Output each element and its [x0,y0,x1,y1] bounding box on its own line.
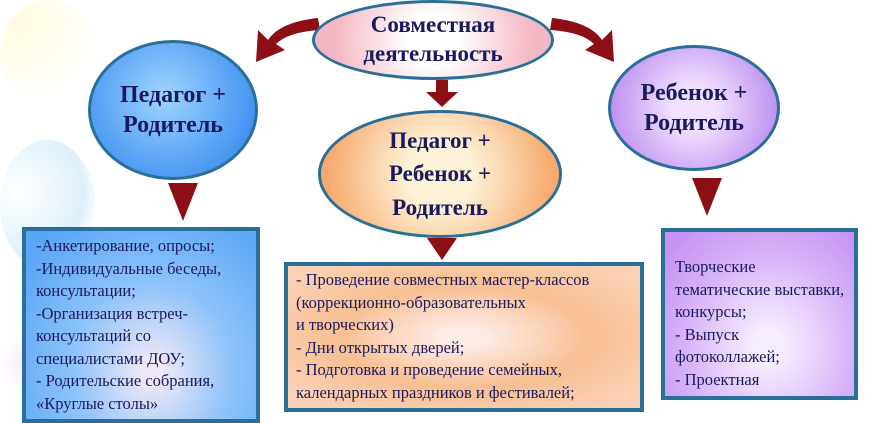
ellipse-teacher-parent: Педагог + Родитель [88,40,258,180]
box-joint-activities: - Проведение совместных мастер-классов (… [284,262,644,412]
ellipse-joint-activity: Совместная деятельность [312,0,554,80]
down-arrow-center [426,80,458,107]
curved-arrow-left [256,18,320,62]
connector-arrows [256,18,614,107]
joint-activity-title: Совместная деятельность [363,12,503,66]
down-arrow-left [168,183,198,221]
decorative-sun [0,0,100,110]
ellipse-child-parent: Ребенок + Родитель [608,45,780,171]
down-arrow-center-box [427,238,457,260]
teacher-child-parent-title: Педагог + Ребенок + Родитель [388,127,492,220]
teacher-parent-title: Педагог + Родитель [119,82,227,138]
box-child-parent-activities: Творческие тематические выставки, конкур… [661,228,858,400]
down-arrow-right [692,178,722,216]
ellipse-teacher-child-parent: Педагог + Ребенок + Родитель [318,110,562,238]
curved-arrow-right [550,18,614,62]
child-parent-title: Ребенок + Родитель [640,80,748,136]
box-teacher-parent-activities: -Анкетирование, опросы; -Индивидуальные … [22,227,260,423]
